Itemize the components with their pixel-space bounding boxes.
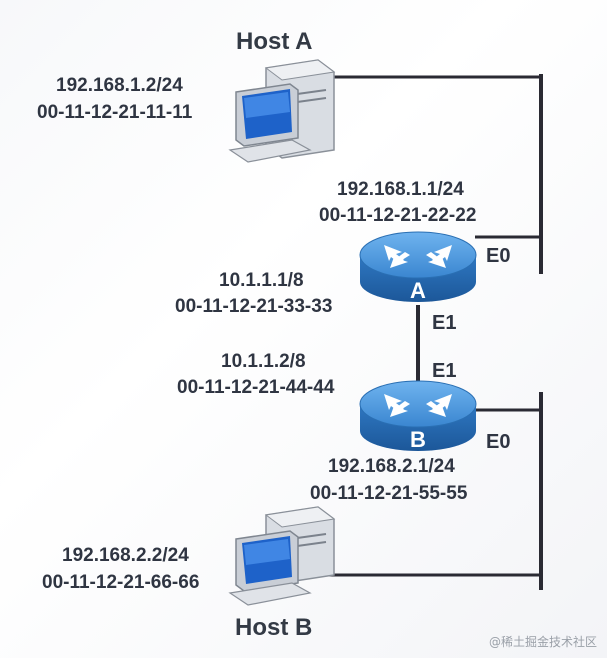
router-a-e1-mac: 00-11-12-21-33-33 (175, 296, 333, 317)
host-a-mac: 00-11-12-21-11-11 (37, 102, 193, 123)
router-a-e0-ip: 192.168.1.1/24 (337, 179, 464, 200)
router-b-e1-port: E1 (432, 360, 457, 382)
router-b-label: B (410, 427, 426, 452)
router-b-e1-ip: 10.1.1.2/8 (221, 351, 306, 372)
router-b-e0-mac: 00-11-12-21-55-55 (310, 483, 468, 504)
router-a-label: A (410, 278, 426, 303)
host-b-mac: 00-11-12-21-66-66 (42, 572, 200, 593)
router-a-e1-port: E1 (432, 312, 457, 334)
router-a-e1-ip: 10.1.1.1/8 (219, 270, 304, 291)
router-b-e1-mac: 00-11-12-21-44-44 (177, 377, 335, 398)
router-b-e0-ip: 192.168.2.1/24 (328, 456, 455, 477)
host-b-ip: 192.168.2.2/24 (62, 545, 189, 566)
watermark: @稀土掘金技术社区 (488, 635, 597, 649)
router-a-e0-mac: 00-11-12-21-22-22 (319, 205, 477, 226)
host-a-title: Host A (236, 28, 313, 55)
host-a-ip: 192.168.1.2/24 (56, 75, 183, 96)
router-a-e0-port: E0 (486, 245, 511, 267)
host-b-title: Host B (235, 614, 313, 641)
router-b-e0-port: E0 (486, 431, 511, 453)
